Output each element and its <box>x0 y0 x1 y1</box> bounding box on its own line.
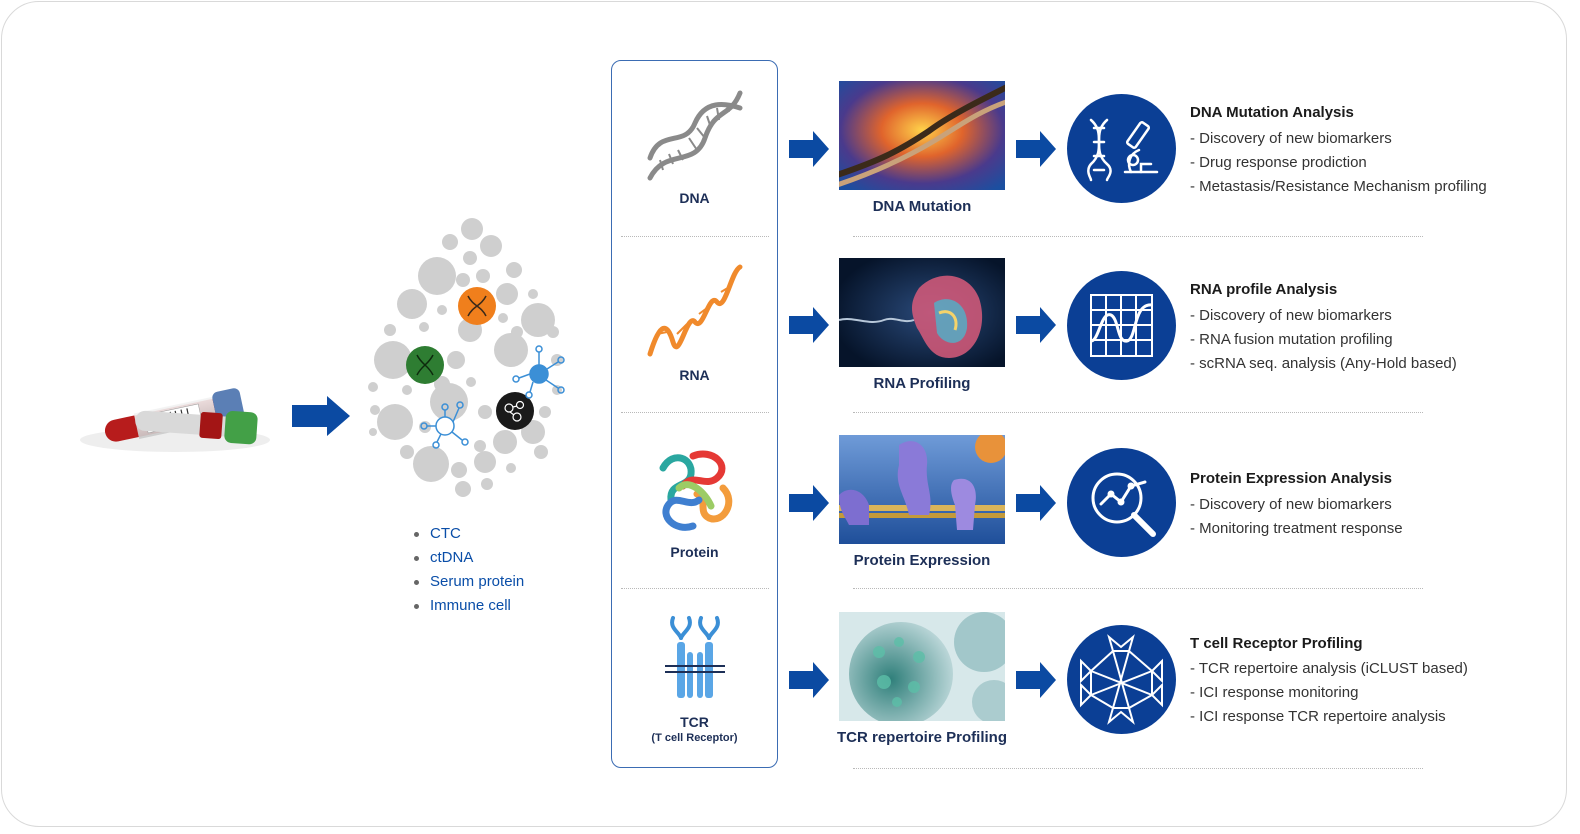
analysis-title: DNA Mutation Analysis <box>1190 104 1354 121</box>
arrow-right-icon <box>789 307 829 343</box>
column-divider <box>621 588 769 589</box>
analysis-item: - scRNA seq. analysis (Any-Hold based) <box>1190 355 1457 372</box>
photo-label: Protein Expression <box>853 552 991 569</box>
analysis-item: - ICI response monitoring <box>1190 684 1359 701</box>
analysis-item: - Discovery of new biomarkers <box>1190 496 1392 513</box>
analysis-item: - Metastasis/Resistance Mechanism profil… <box>1190 178 1487 195</box>
analysis-list: - TCR repertoire analysis (iCLUST based)… <box>1190 657 1468 729</box>
column-divider <box>621 412 769 413</box>
photo-label: RNA Profiling <box>873 375 971 392</box>
analysis-list: - Discovery of new biomarkers - Drug res… <box>1190 127 1487 199</box>
row-divider <box>853 236 1423 237</box>
row-divider <box>853 768 1423 769</box>
analysis-title: RNA profile Analysis <box>1190 281 1338 298</box>
arrow-right-icon <box>789 485 829 521</box>
analysis-item: - ICI response TCR repertoire analysis <box>1190 708 1446 725</box>
row-divider <box>853 588 1423 589</box>
row-divider <box>853 412 1423 413</box>
molecule-label: DNA <box>679 190 710 206</box>
molecule-column-box <box>611 60 778 768</box>
sample-source-list: CTC ctDNA Serum protein Immune cell <box>414 522 524 618</box>
dna-mutation-image <box>839 81 1005 190</box>
analysis-title: T cell Receptor Profiling <box>1190 635 1363 652</box>
column-divider <box>621 236 769 237</box>
protein-expression-image <box>839 435 1005 544</box>
blood-tubes-illustration <box>80 388 270 452</box>
analysis-item: - Discovery of new biomarkers <box>1190 307 1392 324</box>
analysis-item: - Discovery of new biomarkers <box>1190 130 1392 147</box>
arrow-right-icon <box>1016 131 1056 167</box>
arrow-right-icon <box>292 396 350 436</box>
dna-helix-icon <box>647 90 743 181</box>
dna-microscope-icon <box>1067 94 1176 203</box>
arrow-right-icon <box>1016 307 1056 343</box>
tcr-repertoire-image <box>839 612 1005 721</box>
liquid-biopsy-cluster-illustration <box>368 218 565 497</box>
rna-profiling-image <box>839 258 1005 367</box>
tcr-receptor-icon <box>665 616 725 698</box>
network-icon <box>1067 625 1176 734</box>
arrow-right-icon <box>1016 485 1056 521</box>
analysis-item: - RNA fusion mutation profiling <box>1190 331 1393 348</box>
arrow-right-icon <box>1016 662 1056 698</box>
molecule-label: RNA <box>679 367 710 383</box>
photo-label: DNA Mutation <box>872 198 972 215</box>
protein-structure-icon <box>659 450 733 531</box>
arrow-right-icon <box>789 131 829 167</box>
source-item: Immune cell <box>414 594 524 618</box>
rna-helix-icon <box>647 264 743 357</box>
graph-grid-icon <box>1067 271 1176 380</box>
analysis-title: Protein Expression Analysis <box>1190 470 1393 487</box>
analysis-item: - Monitoring treatment response <box>1190 520 1403 537</box>
source-item: Serum protein <box>414 570 524 594</box>
analysis-list: - Discovery of new biomarkers - Monitori… <box>1190 493 1403 541</box>
source-item: ctDNA <box>414 546 524 570</box>
analysis-item: - Drug response prodiction <box>1190 154 1367 171</box>
analysis-list: - Discovery of new biomarkers - RNA fusi… <box>1190 304 1457 376</box>
analysis-item: - TCR repertoire analysis (iCLUST based) <box>1190 660 1468 677</box>
molecule-sublabel: (T cell Receptor) <box>651 732 738 744</box>
arrow-right-icon <box>789 662 829 698</box>
molecule-label: TCR(T cell Receptor) <box>611 714 778 744</box>
photo-label: TCR repertoire Profiling <box>836 729 1008 746</box>
molecule-label: Protein <box>670 544 719 560</box>
magnifier-chart-icon <box>1067 448 1176 557</box>
source-item: CTC <box>414 522 524 546</box>
